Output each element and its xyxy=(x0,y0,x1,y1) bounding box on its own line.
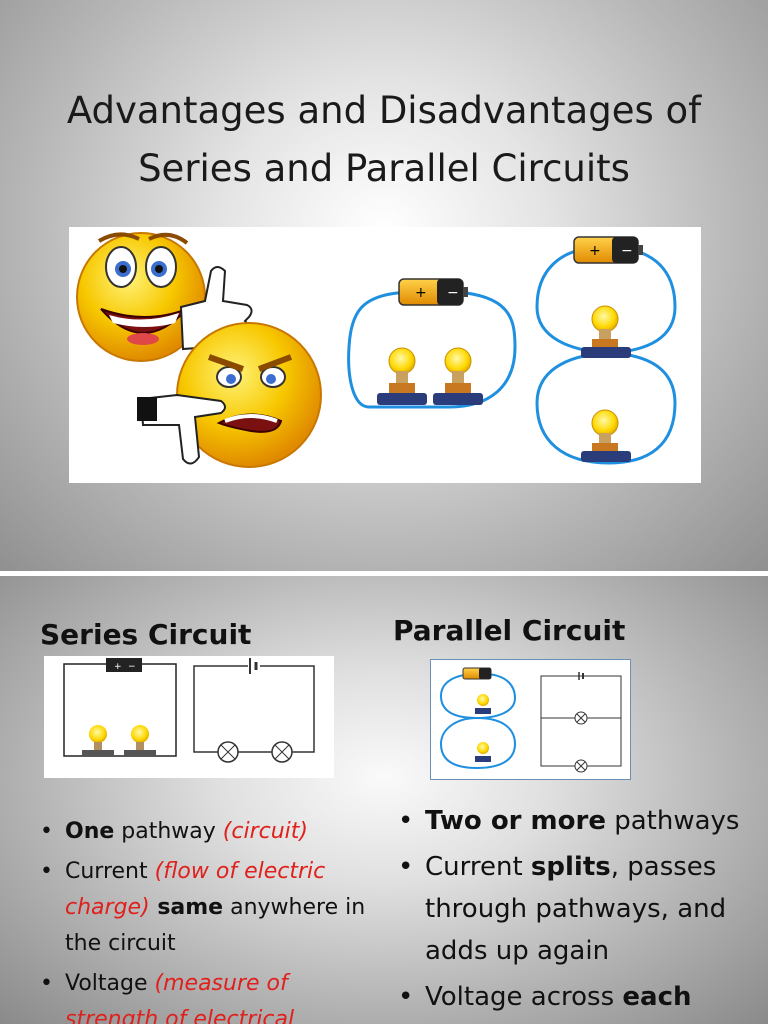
comparison-slide: Series Circuit Parallel Circuit + − xyxy=(0,576,768,1024)
bullet-note: (circuit) xyxy=(222,819,308,844)
list-item: • Current (flow of electric charge) same… xyxy=(40,854,370,962)
svg-text:+: + xyxy=(415,285,427,301)
series-diagram-svg: + − xyxy=(63,658,315,763)
title-line-1: Advantages and Disadvantages of xyxy=(66,89,702,132)
bullet-icon: • xyxy=(398,806,414,836)
bullet-text: Current xyxy=(65,859,155,884)
parallel-circuit-illustration: + − xyxy=(535,236,677,465)
series-bullet-list: • One pathway (circuit) • Current (flow … xyxy=(40,814,370,1024)
title-line-2: Series and Parallel Circuits xyxy=(138,147,630,190)
bullet-bold-text: Two or more xyxy=(425,806,606,836)
bullet-text: pathway xyxy=(114,819,223,844)
lamp-symbol-icon xyxy=(217,741,239,763)
bullet-text: , passes through pathways, and adds up a… xyxy=(425,852,727,966)
bulb-icon xyxy=(581,305,631,358)
bullet-icon: • xyxy=(40,971,53,996)
svg-text:−: − xyxy=(621,243,633,259)
series-heading: Series Circuit xyxy=(40,618,252,651)
bulb-icon xyxy=(475,742,491,762)
bullet-bold-text: same xyxy=(149,895,224,920)
bullet-text: Current xyxy=(425,852,531,882)
parallel-heading: Parallel Circuit xyxy=(393,614,626,647)
bullet-text: anywhere in the circuit xyxy=(65,895,366,956)
list-item: • One pathway (circuit) xyxy=(40,814,370,850)
battery-icon: + − xyxy=(573,236,643,264)
bullet-icon: • xyxy=(40,859,53,884)
bullet-bold-text: One xyxy=(65,819,115,844)
list-item: • Voltage across each xyxy=(398,976,758,1018)
bullet-note: (measure of strength of electrical xyxy=(65,971,295,1024)
battery-icon xyxy=(462,667,492,680)
slide-divider xyxy=(0,571,768,576)
bullet-bold-text: splits xyxy=(530,852,611,882)
lamp-symbol-icon xyxy=(574,759,588,773)
battery-icon: + − xyxy=(398,278,468,306)
battery-icon: + − xyxy=(106,658,142,672)
list-item: • Current splits, passes through pathway… xyxy=(398,846,758,972)
bulb-icon xyxy=(82,725,114,756)
bullet-note: (flow of electric charge) xyxy=(65,859,326,920)
series-diagram: + − xyxy=(44,656,334,778)
bullet-icon: • xyxy=(398,982,414,1012)
list-item: • Two or more pathways xyxy=(398,800,758,842)
bulb-icon xyxy=(433,347,483,405)
bullet-icon: • xyxy=(40,819,53,844)
angry-smiley-icon xyxy=(137,322,322,468)
bullet-text: Voltage xyxy=(65,971,155,996)
bulb-icon xyxy=(124,725,156,756)
title-slide: Advantages and Disadvantages of Series a… xyxy=(0,0,768,576)
hero-illustration: + − xyxy=(69,227,701,483)
bullet-text: pathways xyxy=(605,806,740,836)
slide-title: Advantages and Disadvantages of Series a… xyxy=(20,82,748,198)
series-circuit-illustration: + − xyxy=(347,278,517,409)
bullet-icon: • xyxy=(398,852,414,882)
lamp-symbol-icon xyxy=(271,741,293,763)
svg-text:+: + xyxy=(114,662,122,672)
hero-svg: + − xyxy=(76,232,677,468)
bulb-icon xyxy=(475,694,491,714)
svg-text:−: − xyxy=(447,285,459,301)
parallel-diagram xyxy=(430,659,631,780)
bulb-icon xyxy=(581,409,631,462)
bullet-bold-text: each xyxy=(622,982,692,1012)
list-item: • Voltage (measure of strength of electr… xyxy=(40,966,370,1024)
parallel-diagram-svg xyxy=(439,667,622,773)
bullet-text: Voltage across xyxy=(425,982,623,1012)
svg-text:−: − xyxy=(128,662,136,672)
bulb-icon xyxy=(377,347,427,405)
lamp-symbol-icon xyxy=(574,711,588,725)
parallel-bullet-list: • Two or more pathways • Current splits,… xyxy=(398,800,758,1022)
svg-text:+: + xyxy=(589,243,601,259)
